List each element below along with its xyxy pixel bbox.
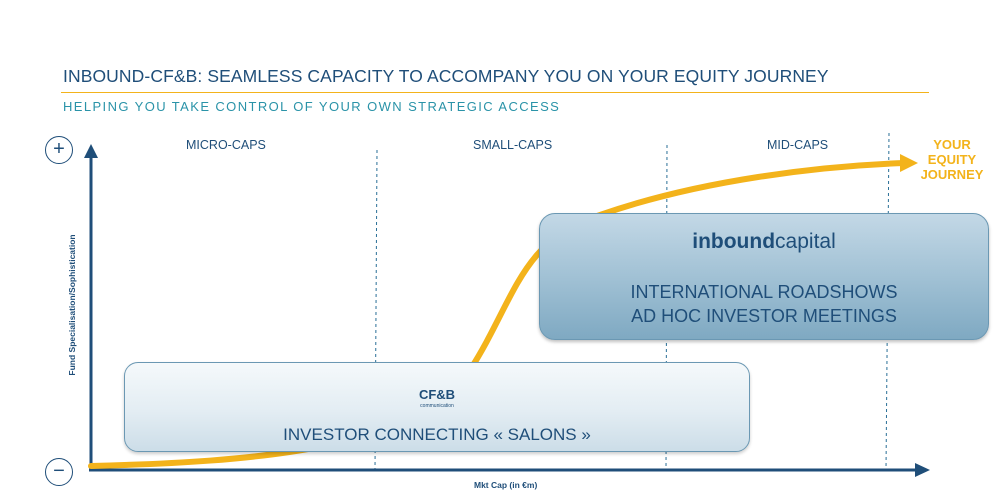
plus-icon: +	[45, 136, 73, 164]
cfb-line: INVESTOR CONNECTING « SALONS »	[283, 425, 591, 444]
journey-arrowhead	[900, 154, 918, 172]
slide-subtitle: HELPING YOU TAKE CONTROL OF YOUR OWN STR…	[63, 99, 561, 114]
segment-micro-caps: MICRO-CAPS	[186, 138, 266, 152]
inbound-line-2: AD HOC INVESTOR MEETINGS	[631, 306, 897, 326]
slide-title: INBOUND-CF&B: SEAMLESS CAPACITY TO ACCOM…	[63, 66, 829, 86]
inbound-line-1: INTERNATIONAL ROADSHOWS	[630, 282, 898, 302]
journey-label: YOUR EQUITY JOURNEY	[920, 137, 984, 182]
y-axis-label: Fund Specialisation/Sophistication	[67, 234, 77, 376]
x-axis-label: Mkt Cap (in €m)	[474, 480, 538, 490]
y-axis-arrowhead	[84, 144, 98, 158]
inbound-capital-logo: inboundcapital	[540, 230, 988, 254]
title-underline	[61, 92, 929, 93]
cfb-logo: CF&B	[418, 387, 456, 402]
x-axis-arrowhead	[915, 463, 930, 477]
cfb-box: CF&B communication INVESTOR CONNECTING «…	[124, 362, 750, 452]
logo-suffix: capital	[775, 230, 836, 253]
segment-small-caps: SMALL-CAPS	[473, 138, 553, 152]
minus-icon: −	[45, 458, 73, 486]
cfb-logo-sub: communication	[420, 403, 454, 409]
logo-prefix: inbound	[692, 230, 776, 253]
segment-mid-caps: MID-CAPS	[767, 138, 829, 152]
inbound-capital-box: inboundcapital INTERNATIONAL ROADSHOWS A…	[539, 213, 989, 340]
